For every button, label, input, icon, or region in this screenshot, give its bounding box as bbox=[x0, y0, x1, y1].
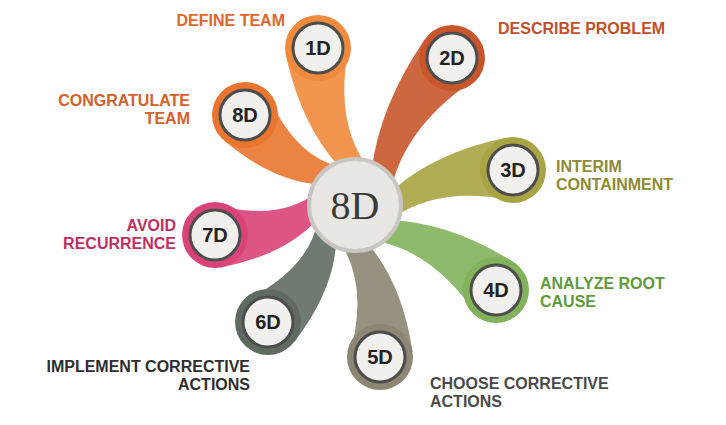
step-label: DESCRIBE PROBLEM bbox=[498, 20, 688, 38]
step-number: 5D bbox=[367, 346, 393, 369]
step-label: IMPLEMENT CORRECTIVE ACTIONS bbox=[15, 358, 250, 394]
number-holder: 4D bbox=[469, 263, 523, 317]
step-circle: 2DDESCRIBE PROBLEM bbox=[425, 31, 479, 85]
step-circle: 3DINTERIM CONTAINMENT bbox=[486, 143, 540, 197]
step-label: INTERIM CONTAINMENT bbox=[556, 158, 696, 194]
number-holder: 3D bbox=[486, 143, 540, 197]
circle-shape bbox=[220, 90, 270, 140]
step-label: CONGRATULATE TEAM bbox=[50, 92, 190, 128]
petal-ring bbox=[347, 324, 413, 390]
step-number: 7D bbox=[202, 224, 228, 247]
step-circle: 6DIMPLEMENT CORRECTIVE ACTIONS bbox=[241, 295, 295, 349]
step-number: 1D bbox=[305, 37, 331, 60]
step-label: AVOID RECURRENCE bbox=[46, 217, 176, 253]
circle-shape bbox=[309, 159, 401, 251]
circle-shape bbox=[427, 33, 477, 83]
petal-ring bbox=[480, 137, 546, 203]
circle-shape bbox=[190, 210, 240, 260]
circle-shape bbox=[293, 23, 343, 73]
circle-shape bbox=[243, 297, 293, 347]
step-circle: 8DCONGRATULATE TEAM bbox=[218, 88, 272, 142]
circle-shape bbox=[355, 332, 405, 382]
circle-shape bbox=[471, 265, 521, 315]
petal-ring bbox=[285, 15, 351, 81]
number-holder: 1D bbox=[291, 21, 345, 75]
petal-ring bbox=[212, 82, 278, 148]
step-number: 8D bbox=[232, 104, 258, 127]
step-number: 4D bbox=[483, 279, 509, 302]
step-label: DEFINE TEAM bbox=[135, 12, 285, 30]
step-number: 6D bbox=[255, 311, 281, 334]
step-number: 2D bbox=[439, 47, 465, 70]
number-holder: 7D bbox=[188, 208, 242, 262]
number-holder: 2D bbox=[425, 31, 479, 85]
step-circle: 7DAVOID RECURRENCE bbox=[188, 208, 242, 262]
hub-circle: 8D bbox=[307, 157, 403, 253]
number-holder: 8D bbox=[218, 88, 272, 142]
hub-title: 8D bbox=[331, 182, 380, 229]
number-holder: 6D bbox=[241, 295, 295, 349]
petal-ring bbox=[419, 25, 485, 91]
circle-shape bbox=[488, 145, 538, 195]
number-holder: 8D bbox=[307, 157, 403, 253]
step-circle: 4DANALYZE ROOT CAUSE bbox=[469, 263, 523, 317]
petal-ring bbox=[235, 289, 301, 355]
petal-ring bbox=[182, 202, 248, 268]
step-number: 3D bbox=[500, 159, 526, 182]
number-holder: 5D bbox=[353, 330, 407, 384]
step-label: ANALYZE ROOT CAUSE bbox=[540, 275, 665, 311]
petal-ring bbox=[463, 257, 529, 323]
step-label: CHOOSE CORRECTIVE ACTIONS bbox=[430, 375, 625, 411]
step-circle: 5DCHOOSE CORRECTIVE ACTIONS bbox=[353, 330, 407, 384]
step-circle: 1DDEFINE TEAM bbox=[291, 21, 345, 75]
